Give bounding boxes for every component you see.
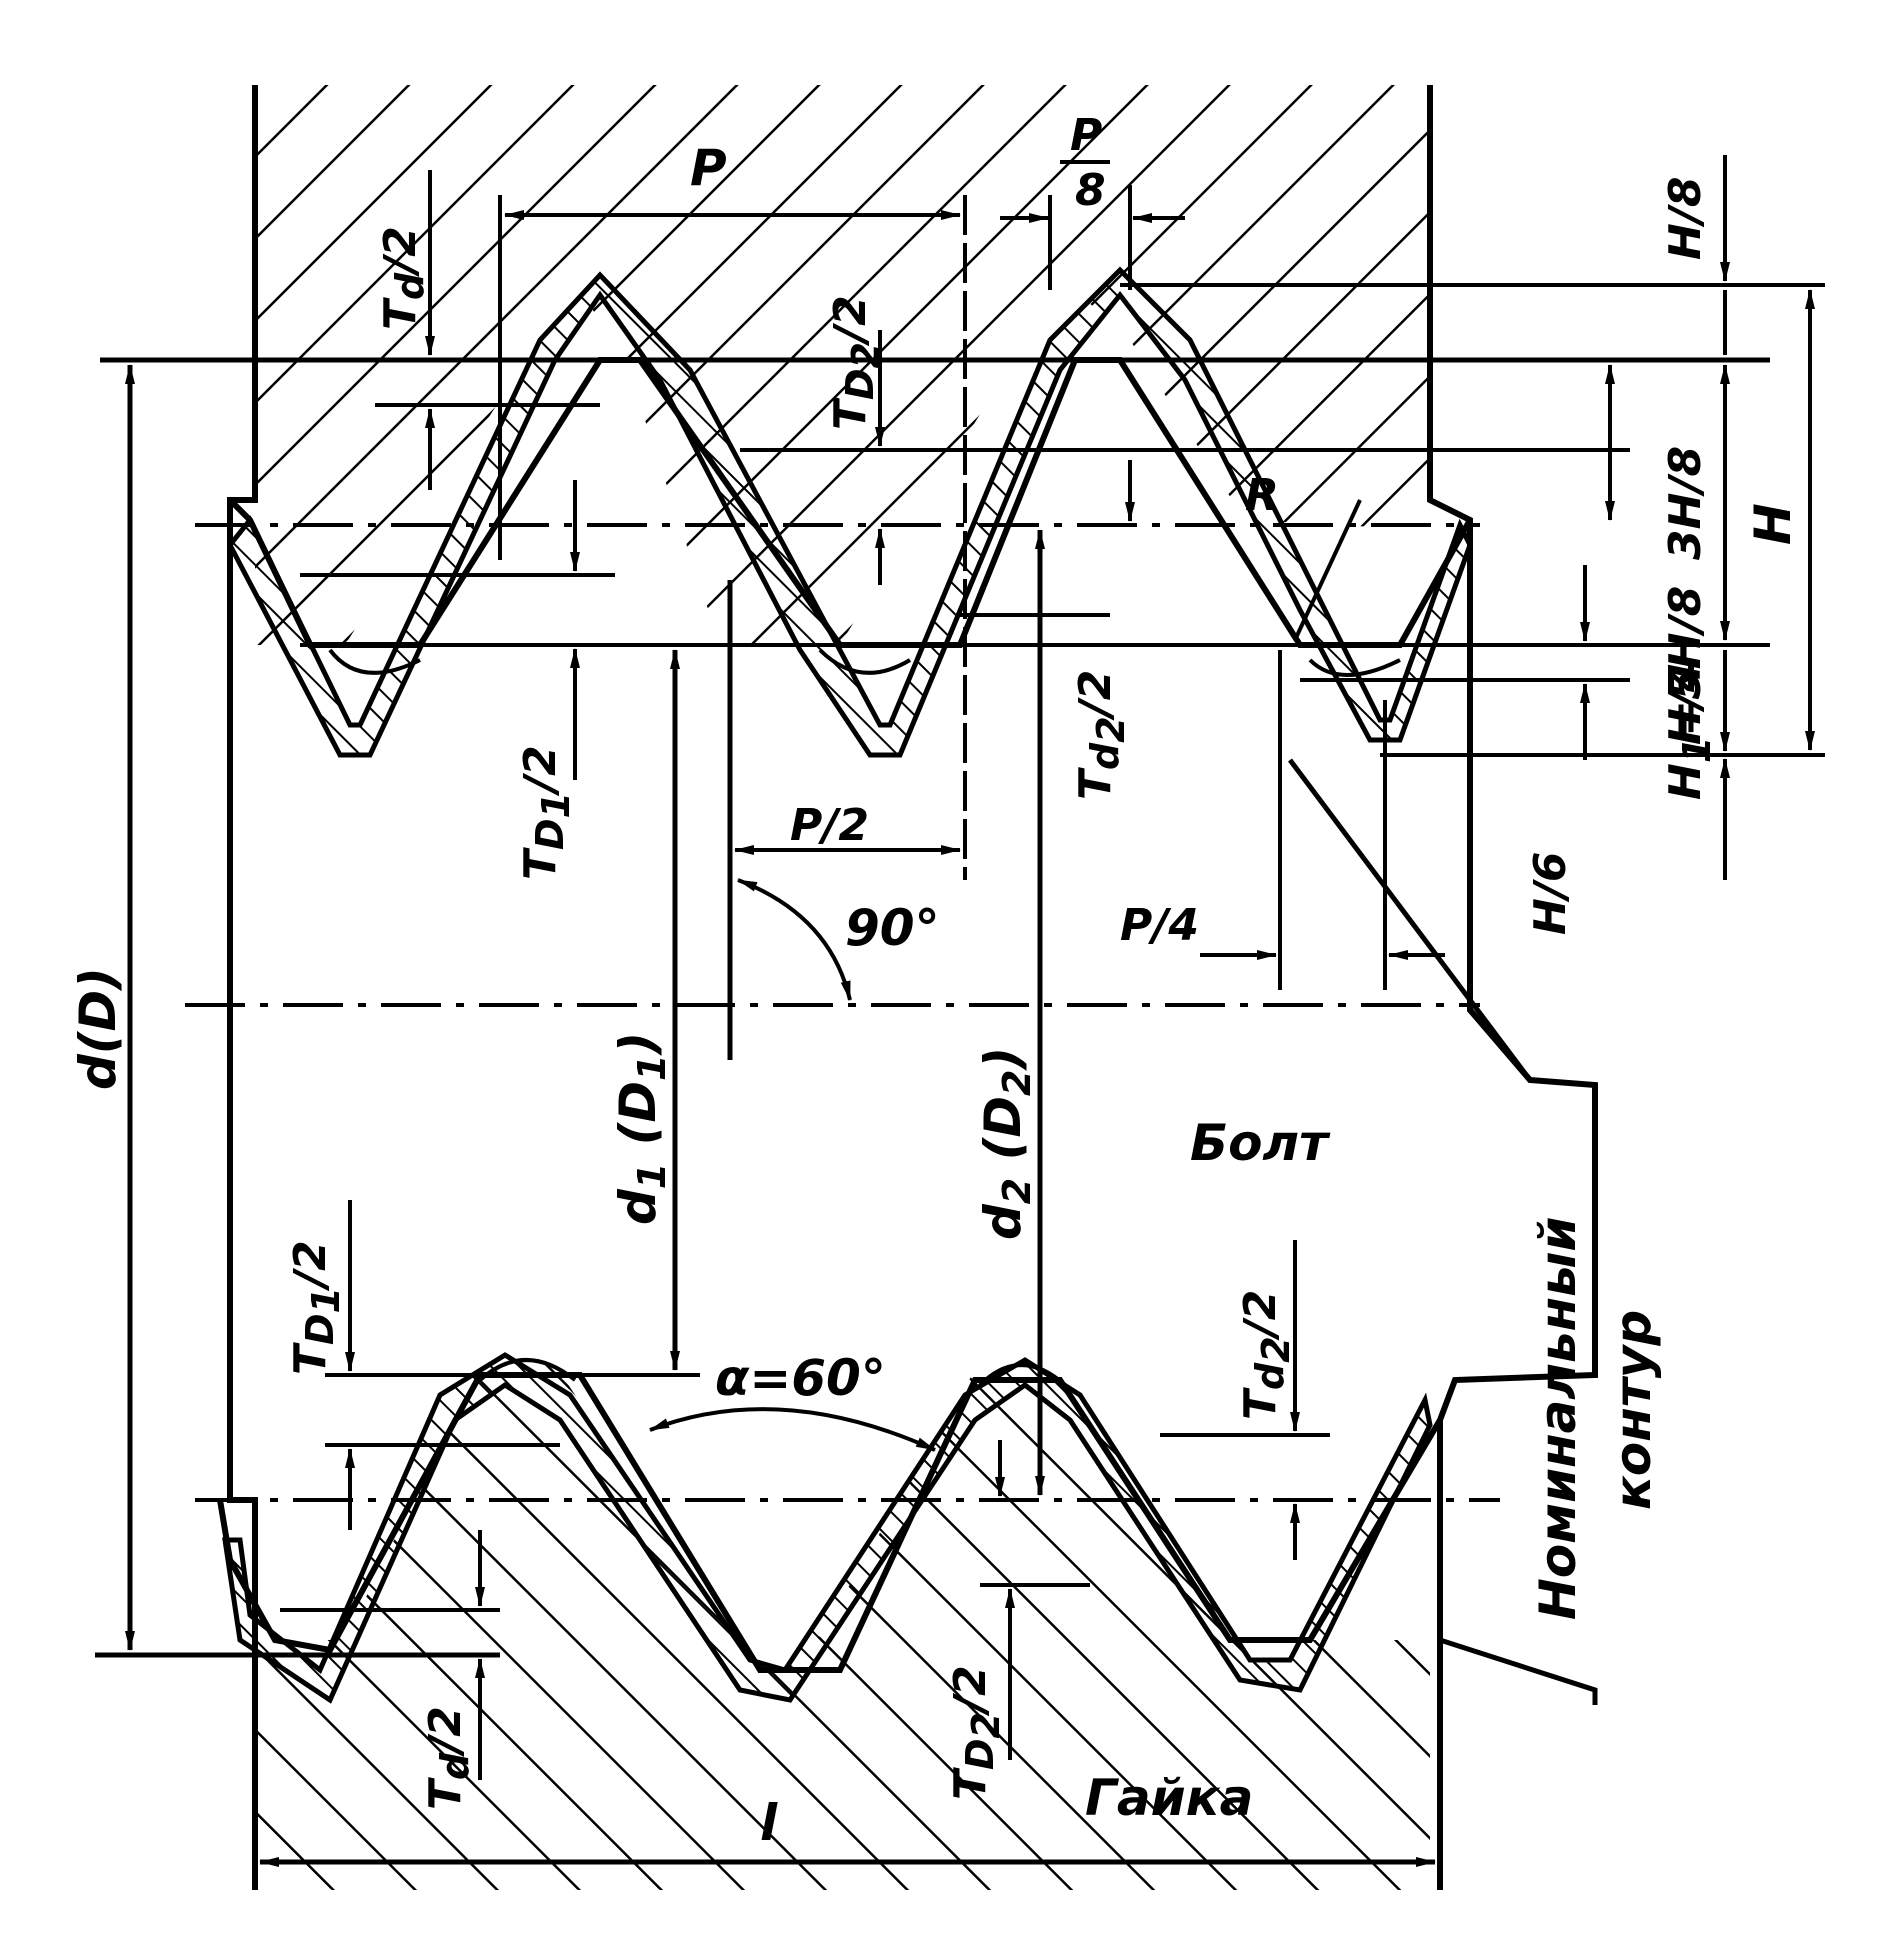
crest-radius-arc-1 [478,1358,577,1382]
nominal-contour-line [1427,85,1598,1890]
label-nominal-contour-1: Номинальный [1529,1217,1587,1620]
label-P8-den: 8 [1075,165,1106,216]
label-length: l [760,1794,778,1852]
label-nominal-contour-2: контур [1604,1310,1662,1510]
label-P: P [690,139,727,197]
crest-radius-arc-2 [978,1363,1067,1387]
label-P8-num: P [1070,110,1102,161]
label-TD2-top: TD2/2 [825,295,888,430]
label-alpha-60: α=60° [715,1349,886,1407]
nominal-contour-diag [1288,758,1532,1082]
label-TD2-low: TD2/2 [945,1665,1008,1800]
label-TD1-low: TD1/2 [285,1240,348,1375]
angle-60-arc [649,1407,936,1452]
label-major-diameter: d(D) [69,967,127,1090]
label-P2: P/2 [790,800,869,851]
label-Td-top: Td/2 [375,226,432,330]
label-pitch-diameter: d2 (D2) [974,1047,1039,1240]
label-H4: H/4 [1660,661,1711,745]
label-H6: H/6 [1525,851,1576,935]
root-radius-arc-2 [818,648,912,675]
lower-tolerance-band [222,1352,1433,1704]
label-H1: H1=5H/8 [1660,586,1719,800]
label-nut: Гайка [1085,1769,1253,1827]
label-bolt: Болт [1190,1114,1331,1172]
root-radius-arc-3 [1308,658,1401,677]
label-H: H [1744,503,1802,545]
label-P4: P/4 [1120,900,1199,951]
angle-90-arc [737,878,852,1001]
radius-leader [1293,499,1362,641]
root-radius-arc-1 [328,648,421,675]
label-Td-low: Td/2 [420,1706,477,1810]
label-Td2-top: Td2/2 [1070,670,1133,800]
label-H8: H/8 [1660,176,1711,260]
label-angle-90: 90° [845,899,940,957]
label-minor-diameter: d1 (D1) [609,1032,674,1225]
nominal-contour-tail [1439,1637,1598,1705]
lower-body-hatch [255,1365,1430,1890]
label-Td2-low: Td2/2 [1235,1290,1298,1420]
label-TD1-top: TD1/2 [515,745,578,880]
lower-thread-profile [217,1372,1443,1673]
label-R: R [1245,470,1279,521]
upper-body-hatch [255,85,1430,645]
bolt-contour [227,85,258,1890]
label-3H8: 3H/8 [1660,446,1711,560]
